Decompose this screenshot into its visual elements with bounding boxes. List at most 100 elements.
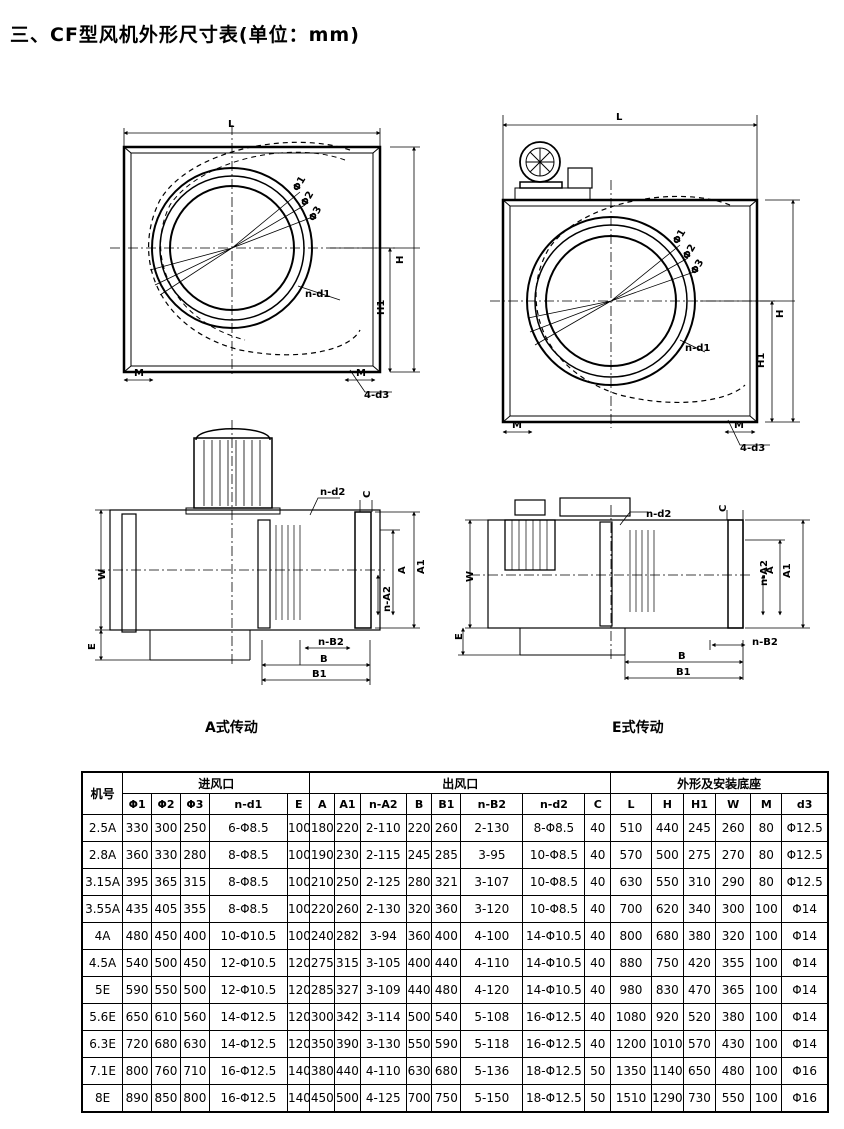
model-cell: 2.5A	[81, 814, 124, 842]
table-cell: Φ12.5	[781, 814, 829, 842]
svg-text:A1: A1	[416, 559, 427, 574]
column-header: Φ1	[122, 793, 153, 815]
table-cell: 365	[714, 976, 752, 1004]
table-cell: 850	[151, 1084, 181, 1113]
table-cell: 120	[286, 1030, 311, 1058]
table-cell: 140	[286, 1057, 311, 1085]
table-cell: 500	[179, 976, 210, 1004]
table-cell: 395	[122, 868, 153, 896]
table-cell: 330	[122, 814, 153, 842]
table-cell: 700	[405, 1084, 433, 1113]
table-cell: 100	[286, 922, 311, 950]
table-cell: Φ16	[781, 1057, 829, 1085]
table-cell: 80	[750, 814, 783, 842]
table-cell: 440	[431, 949, 462, 977]
table-cell: 500	[151, 949, 181, 977]
table-cell: 14-Φ10.5	[522, 976, 586, 1004]
svg-text:4-d3: 4-d3	[364, 390, 389, 401]
table-cell: Φ14	[781, 895, 829, 923]
table-cell: 140	[286, 1084, 311, 1113]
table-cell: 5-150	[460, 1084, 524, 1113]
svg-text:Φ3: Φ3	[307, 205, 324, 224]
table-cell: 800	[610, 922, 652, 950]
table-cell: 750	[431, 1084, 462, 1113]
table-cell: 4-110	[359, 1057, 407, 1085]
table-cell: 800	[122, 1057, 153, 1085]
table-cell: 8-Φ8.5	[208, 841, 288, 869]
table-cell: 540	[431, 1003, 462, 1031]
table-cell: 450	[179, 949, 210, 977]
table-cell: 830	[650, 976, 684, 1004]
table-cell: 630	[610, 868, 652, 896]
table-cell: 3-109	[359, 976, 407, 1004]
table-cell: 3-95	[460, 841, 524, 869]
table-cell: Φ16	[781, 1084, 829, 1113]
table-cell: 14-Φ10.5	[522, 922, 586, 950]
table-cell: 300	[151, 814, 181, 842]
table-cell: 380	[682, 922, 716, 950]
svg-text:E: E	[87, 643, 98, 650]
model-cell: 2.8A	[81, 841, 124, 869]
table-cell: 5-136	[460, 1057, 524, 1085]
table-cell: 245	[682, 814, 716, 842]
table-cell: 440	[405, 976, 433, 1004]
table-cell: 450	[309, 1084, 336, 1113]
table-cell: 342	[334, 1003, 361, 1031]
table-cell: 440	[334, 1057, 361, 1085]
e-drive-front-view	[490, 115, 800, 446]
table-cell: 750	[650, 949, 684, 977]
table-cell: Φ14	[781, 949, 829, 977]
table-cell: 285	[431, 841, 462, 869]
table-cell: 100	[750, 949, 783, 977]
table-cell: 1200	[610, 1030, 652, 1058]
table-cell: 14-Φ12.5	[208, 1003, 288, 1031]
table-cell: 800	[179, 1084, 210, 1113]
group-inlet: 进风口	[122, 771, 311, 794]
table-cell: 40	[584, 976, 612, 1004]
table-cell: 700	[610, 895, 652, 923]
table-cell: 390	[334, 1030, 361, 1058]
model-cell: 5E	[81, 976, 124, 1004]
svg-text:M: M	[356, 368, 366, 379]
svg-text:n-d2: n-d2	[646, 509, 671, 520]
table-cell: 630	[179, 1030, 210, 1058]
table-cell: 570	[610, 841, 652, 869]
table-cell: 10-Φ8.5	[522, 841, 586, 869]
page-title: 三、CF型风机外形尺寸表(单位：mm)	[10, 24, 360, 46]
svg-text:A: A	[397, 566, 408, 574]
svg-text:W: W	[465, 571, 476, 582]
table-cell: 430	[714, 1030, 752, 1058]
table-cell: 12-Φ10.5	[208, 976, 288, 1004]
table-cell: 550	[714, 1084, 752, 1113]
table-cell: 890	[122, 1084, 153, 1113]
table-cell: 275	[682, 841, 716, 869]
table-cell: 3-94	[359, 922, 407, 950]
table-cell: 1290	[650, 1084, 684, 1113]
group-outline-base: 外形及安装底座	[610, 771, 829, 794]
table-cell: 2-125	[359, 868, 407, 896]
table-cell: 380	[309, 1057, 336, 1085]
column-header: n-d2	[522, 793, 586, 815]
svg-text:H1: H1	[376, 300, 387, 315]
table-cell: 12-Φ10.5	[208, 949, 288, 977]
svg-text:M: M	[734, 420, 744, 431]
column-header: L	[610, 793, 652, 815]
model-cell: 3.15A	[81, 868, 124, 896]
table-cell: 5-108	[460, 1003, 524, 1031]
table-cell: 210	[309, 868, 336, 896]
table-cell: 550	[151, 976, 181, 1004]
table-cell: 730	[682, 1084, 716, 1113]
table-cell: 3-120	[460, 895, 524, 923]
table-cell: 440	[650, 814, 684, 842]
column-header: Φ3	[179, 793, 210, 815]
svg-text:B1: B1	[676, 667, 691, 678]
table-cell: 650	[682, 1057, 716, 1085]
table-cell: 355	[714, 949, 752, 977]
table-cell: 610	[151, 1003, 181, 1031]
